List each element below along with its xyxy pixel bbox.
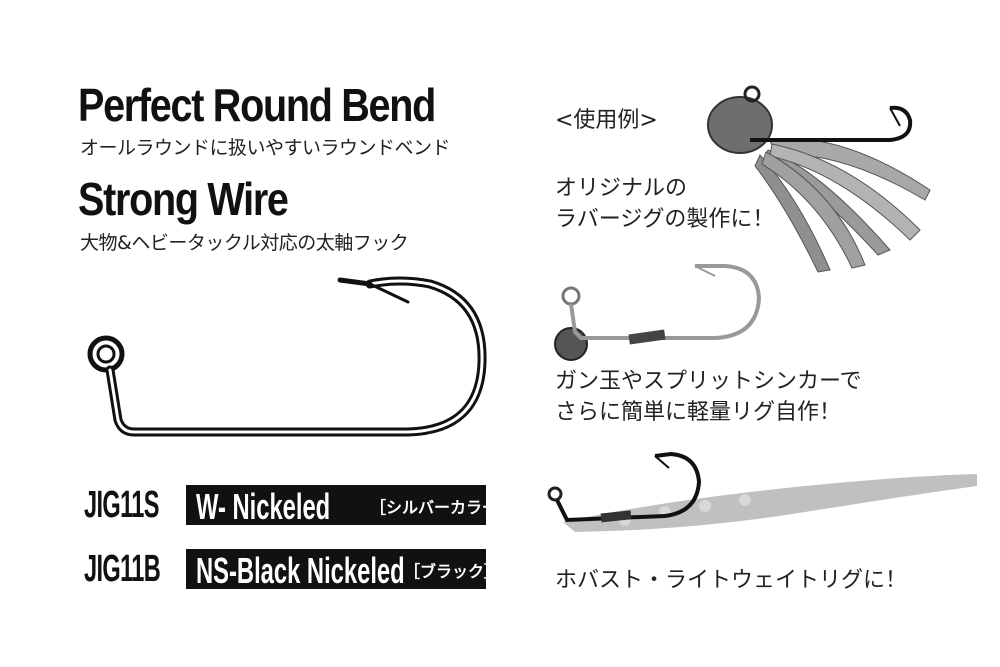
color-tag-jig11s: ［シルバーカラー］	[370, 498, 515, 517]
model-code-jig11b: JIG11B	[84, 548, 161, 590]
finish-label-jig11s: W- Nickeled	[196, 486, 331, 527]
worm-rig-illustration	[547, 451, 977, 532]
rubber-jig-illustration	[707, 85, 931, 273]
feature-title-strong-wire: Strong Wire	[78, 173, 289, 225]
color-tag-jig11b: ［ブラック］	[404, 562, 501, 581]
usage-heading: <使用例>	[555, 108, 658, 133]
finish-label-jig11b: NS-Black Nickeled	[196, 550, 405, 591]
feature-subtitle-strong-wire: 大物&ヘビータックル対応の太軸フック	[80, 232, 409, 254]
feature-title-round-bend: Perfect Round Bend	[78, 79, 436, 131]
split-shot-hook-illustration	[554, 264, 762, 361]
jig-hook-illustration	[87, 276, 487, 437]
usage-example-3-line1: ホバスト・ライトウェイトリグに！	[555, 568, 908, 593]
usage-example-2-line1: ガン玉やスプリットシンカーで	[555, 369, 862, 394]
finish-box-jig11s: W- Nickeled ［シルバーカラー］	[186, 485, 514, 527]
usage-example-1-line2: ラバージグの製作に！	[555, 207, 775, 232]
feature-subtitle-round-bend: オールラウンドに扱いやすいラウンドベンド	[80, 137, 451, 159]
usage-example-2-line2: さらに簡単に軽量リグ自作！	[555, 400, 842, 425]
model-code-jig11s: JIG11S	[84, 484, 159, 526]
finish-box-jig11b: NS-Black Nickeled ［ブラック］	[186, 549, 500, 591]
usage-example-1-line1: オリジナルの	[555, 176, 688, 201]
